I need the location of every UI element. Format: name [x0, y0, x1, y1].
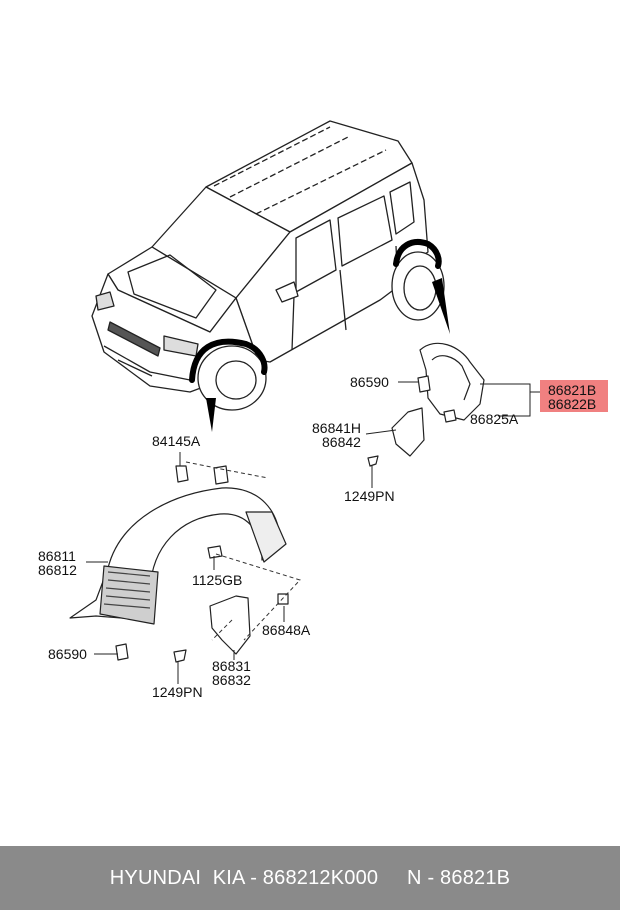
label-1125GB: 1125GB: [192, 572, 242, 588]
leader-wedges: [206, 278, 450, 432]
part-labels: 86590 86821B 86822B 86825A 86841H 86842 …: [38, 374, 596, 700]
label-86825A: 86825A: [470, 411, 519, 427]
label-86590-bottom: 86590: [48, 646, 87, 662]
label-86822B: 86822B: [548, 396, 596, 412]
label-86842: 86842: [322, 434, 361, 450]
label-1249PN-bottom: 1249PN: [152, 684, 203, 700]
parts-diagram: 86590 86821B 86822B 86825A 86841H 86842 …: [38, 120, 608, 700]
rear-mudguard-parts: [367, 342, 485, 467]
label-86812: 86812: [38, 562, 77, 578]
selected-part-highlight: [540, 380, 608, 412]
label-84145A: 84145A: [152, 433, 201, 449]
label-86831: 86831: [212, 658, 251, 674]
vehicle-illustration: [91, 120, 445, 411]
footer-text: HYUNDAI KIA - 868212K000 N - 86821B: [109, 866, 511, 889]
wheel-arch-highlight: [189, 239, 442, 383]
front-wheel-guard-parts: [69, 465, 289, 663]
label-1249PN-top: 1249PN: [344, 488, 395, 504]
label-86832: 86832: [212, 672, 251, 688]
part-number-footer: HYUNDAI KIA - 868212K000 N - 86821B: [0, 846, 620, 910]
label-86841H: 86841H: [312, 420, 361, 436]
label-86821B: 86821B: [548, 382, 596, 398]
label-86811: 86811: [38, 548, 76, 564]
label-86848A: 86848A: [262, 622, 311, 638]
label-86590-top: 86590: [350, 374, 389, 390]
leader-lines: [86, 381, 540, 684]
assembly-dashed-lines: [185, 461, 301, 641]
